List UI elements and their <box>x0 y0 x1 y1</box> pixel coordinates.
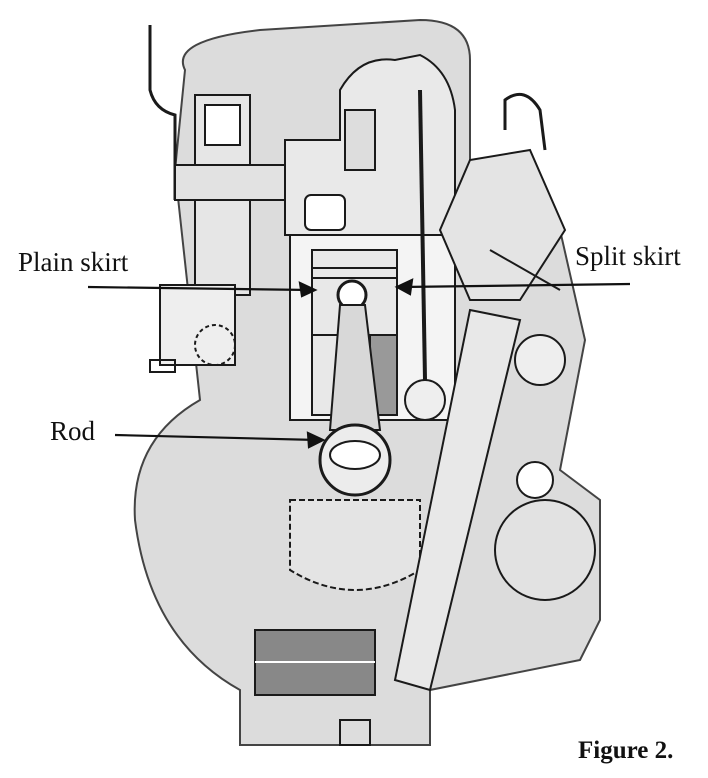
crankshaft-web <box>289 499 421 591</box>
distributor <box>438 92 567 301</box>
pushrod <box>418 89 427 381</box>
split-skirt-arrowhead <box>394 278 414 296</box>
rod-label: Rod <box>50 416 96 446</box>
carburettor <box>149 284 236 373</box>
valve-spring <box>344 109 376 171</box>
oil-filter <box>494 499 596 601</box>
oil-strainer <box>254 629 376 696</box>
plain-skirt-arrow <box>87 285 311 292</box>
breather-pipe <box>148 25 177 200</box>
split-skirt-arrow <box>401 282 631 289</box>
rod-arrow <box>114 433 319 442</box>
rod-arrowhead <box>306 431 326 449</box>
connecting-rod <box>328 304 382 431</box>
figure-caption: Figure 2. <box>578 737 674 764</box>
plain-skirt-label: Plain skirt <box>18 247 129 277</box>
pulley <box>514 334 566 386</box>
oil-pump-shaft <box>393 308 522 692</box>
plain-skirt-arrowhead <box>298 281 318 298</box>
split-skirt-label: Split skirt <box>575 241 681 271</box>
